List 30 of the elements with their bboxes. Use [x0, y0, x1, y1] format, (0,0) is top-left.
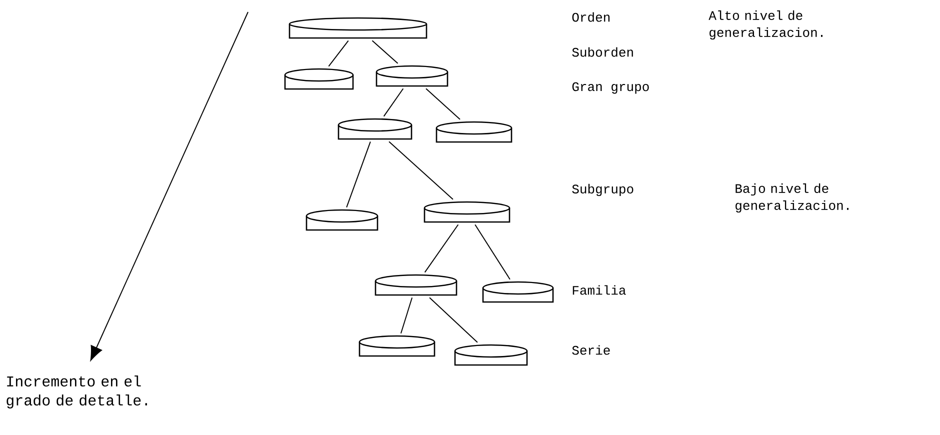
label-text: Subgrupo	[572, 184, 634, 196]
label-text: Gran grupo	[572, 82, 649, 94]
connector-line	[346, 141, 371, 208]
connector-line	[400, 297, 413, 334]
connector-line	[426, 88, 460, 120]
connector-line	[328, 40, 349, 67]
disc-shape	[306, 209, 378, 231]
disc-shape	[454, 344, 528, 366]
disc-shape	[424, 201, 510, 223]
disc-shape	[374, 274, 458, 296]
connector-line	[424, 224, 459, 273]
disc-shape	[376, 65, 448, 87]
disc-shape	[284, 68, 354, 90]
label-text: Familia	[572, 285, 626, 295]
connector-line	[383, 88, 404, 117]
connector-line	[388, 141, 454, 200]
connector-line	[372, 40, 398, 64]
disc-shape	[338, 118, 412, 140]
label-text: Alto nivel de generalizacion.	[708, 10, 822, 40]
label-text: Serie	[572, 345, 610, 355]
connector-line	[474, 224, 510, 280]
disc-shape	[358, 335, 436, 357]
label-text: Orden	[572, 12, 610, 22]
disc-shape	[436, 121, 512, 143]
disc-shape	[482, 281, 554, 303]
connector-line	[429, 297, 478, 343]
label-text: Bajo nivel de generalizacion.	[736, 183, 848, 213]
disc-shape	[288, 17, 428, 39]
label-text: Incremento en el grado de detalle.	[6, 376, 147, 408]
label-text: Suborden	[572, 47, 633, 57]
